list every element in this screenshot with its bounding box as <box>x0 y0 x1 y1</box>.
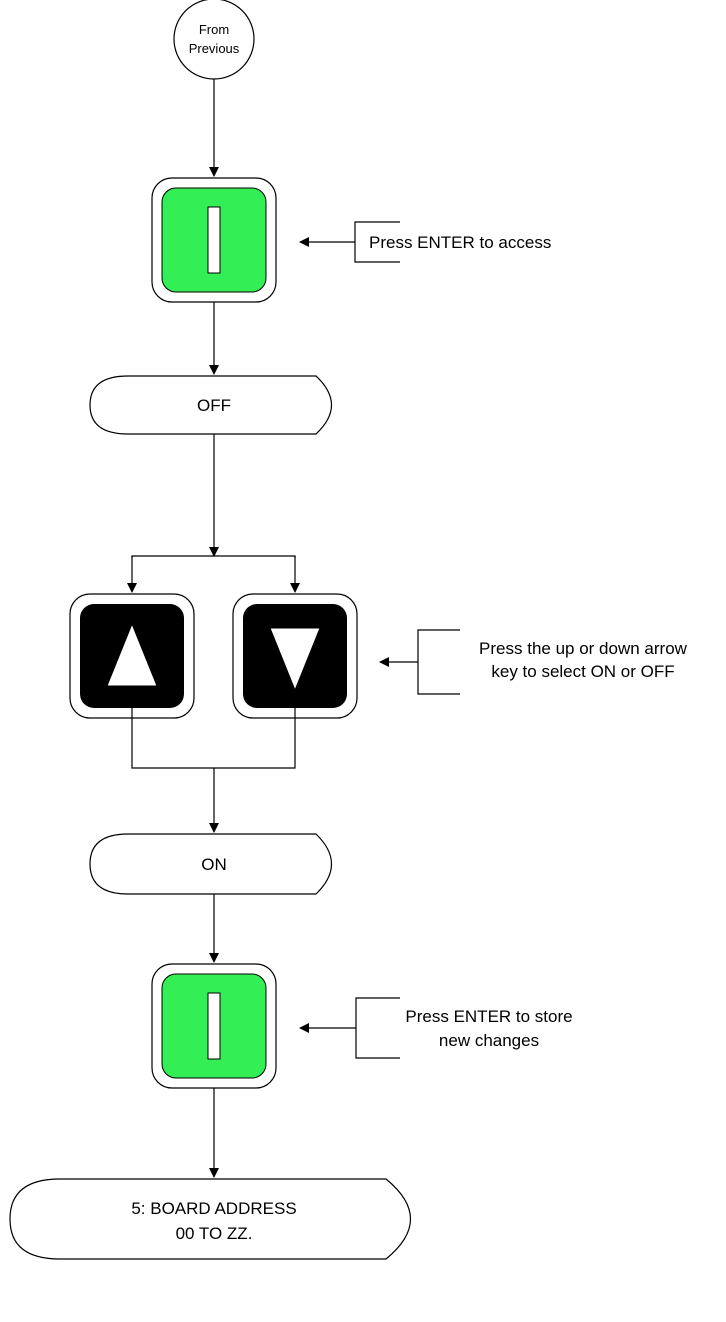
note-enter-store-line1: Press ENTER to store <box>405 1007 572 1026</box>
note-enter-access-text: Press ENTER to access <box>369 233 551 252</box>
next-menu-line2: 00 TO ZZ. <box>176 1224 253 1243</box>
enter-key-access <box>151 177 277 303</box>
next-menu-line1: 5: BOARD ADDRESS <box>131 1199 296 1218</box>
note-enter-store-line2: new changes <box>439 1031 539 1050</box>
enter-key-store <box>151 963 277 1089</box>
down-triangle-icon <box>269 627 321 692</box>
start-label-line1: From <box>199 22 229 37</box>
note-enter-store: Press ENTER to store new changes <box>299 997 573 1059</box>
up-triangle-icon <box>106 622 158 687</box>
note-arrow-select-line1: Press the up or down arrow <box>479 639 688 658</box>
note-arrow-select: Press the up or down arrow key to select… <box>379 629 688 695</box>
up-arrow-key <box>69 593 195 719</box>
start-label-line2: Previous <box>189 41 240 56</box>
display-on-text: ON <box>201 855 227 874</box>
enter-bar-icon <box>207 206 221 274</box>
display-off-text: OFF <box>197 396 231 415</box>
note-enter-access: Press ENTER to access <box>299 221 551 263</box>
split-line <box>131 555 296 558</box>
start-connector: From Previous <box>173 0 255 80</box>
display-next-menu: 5: BOARD ADDRESS 00 TO ZZ. <box>9 1178 411 1260</box>
display-off: OFF <box>89 375 332 435</box>
enter-bar-icon <box>207 992 221 1060</box>
down-arrow-key <box>232 593 358 719</box>
display-on: ON <box>89 833 332 895</box>
note-arrow-select-line2: key to select ON or OFF <box>491 662 674 681</box>
